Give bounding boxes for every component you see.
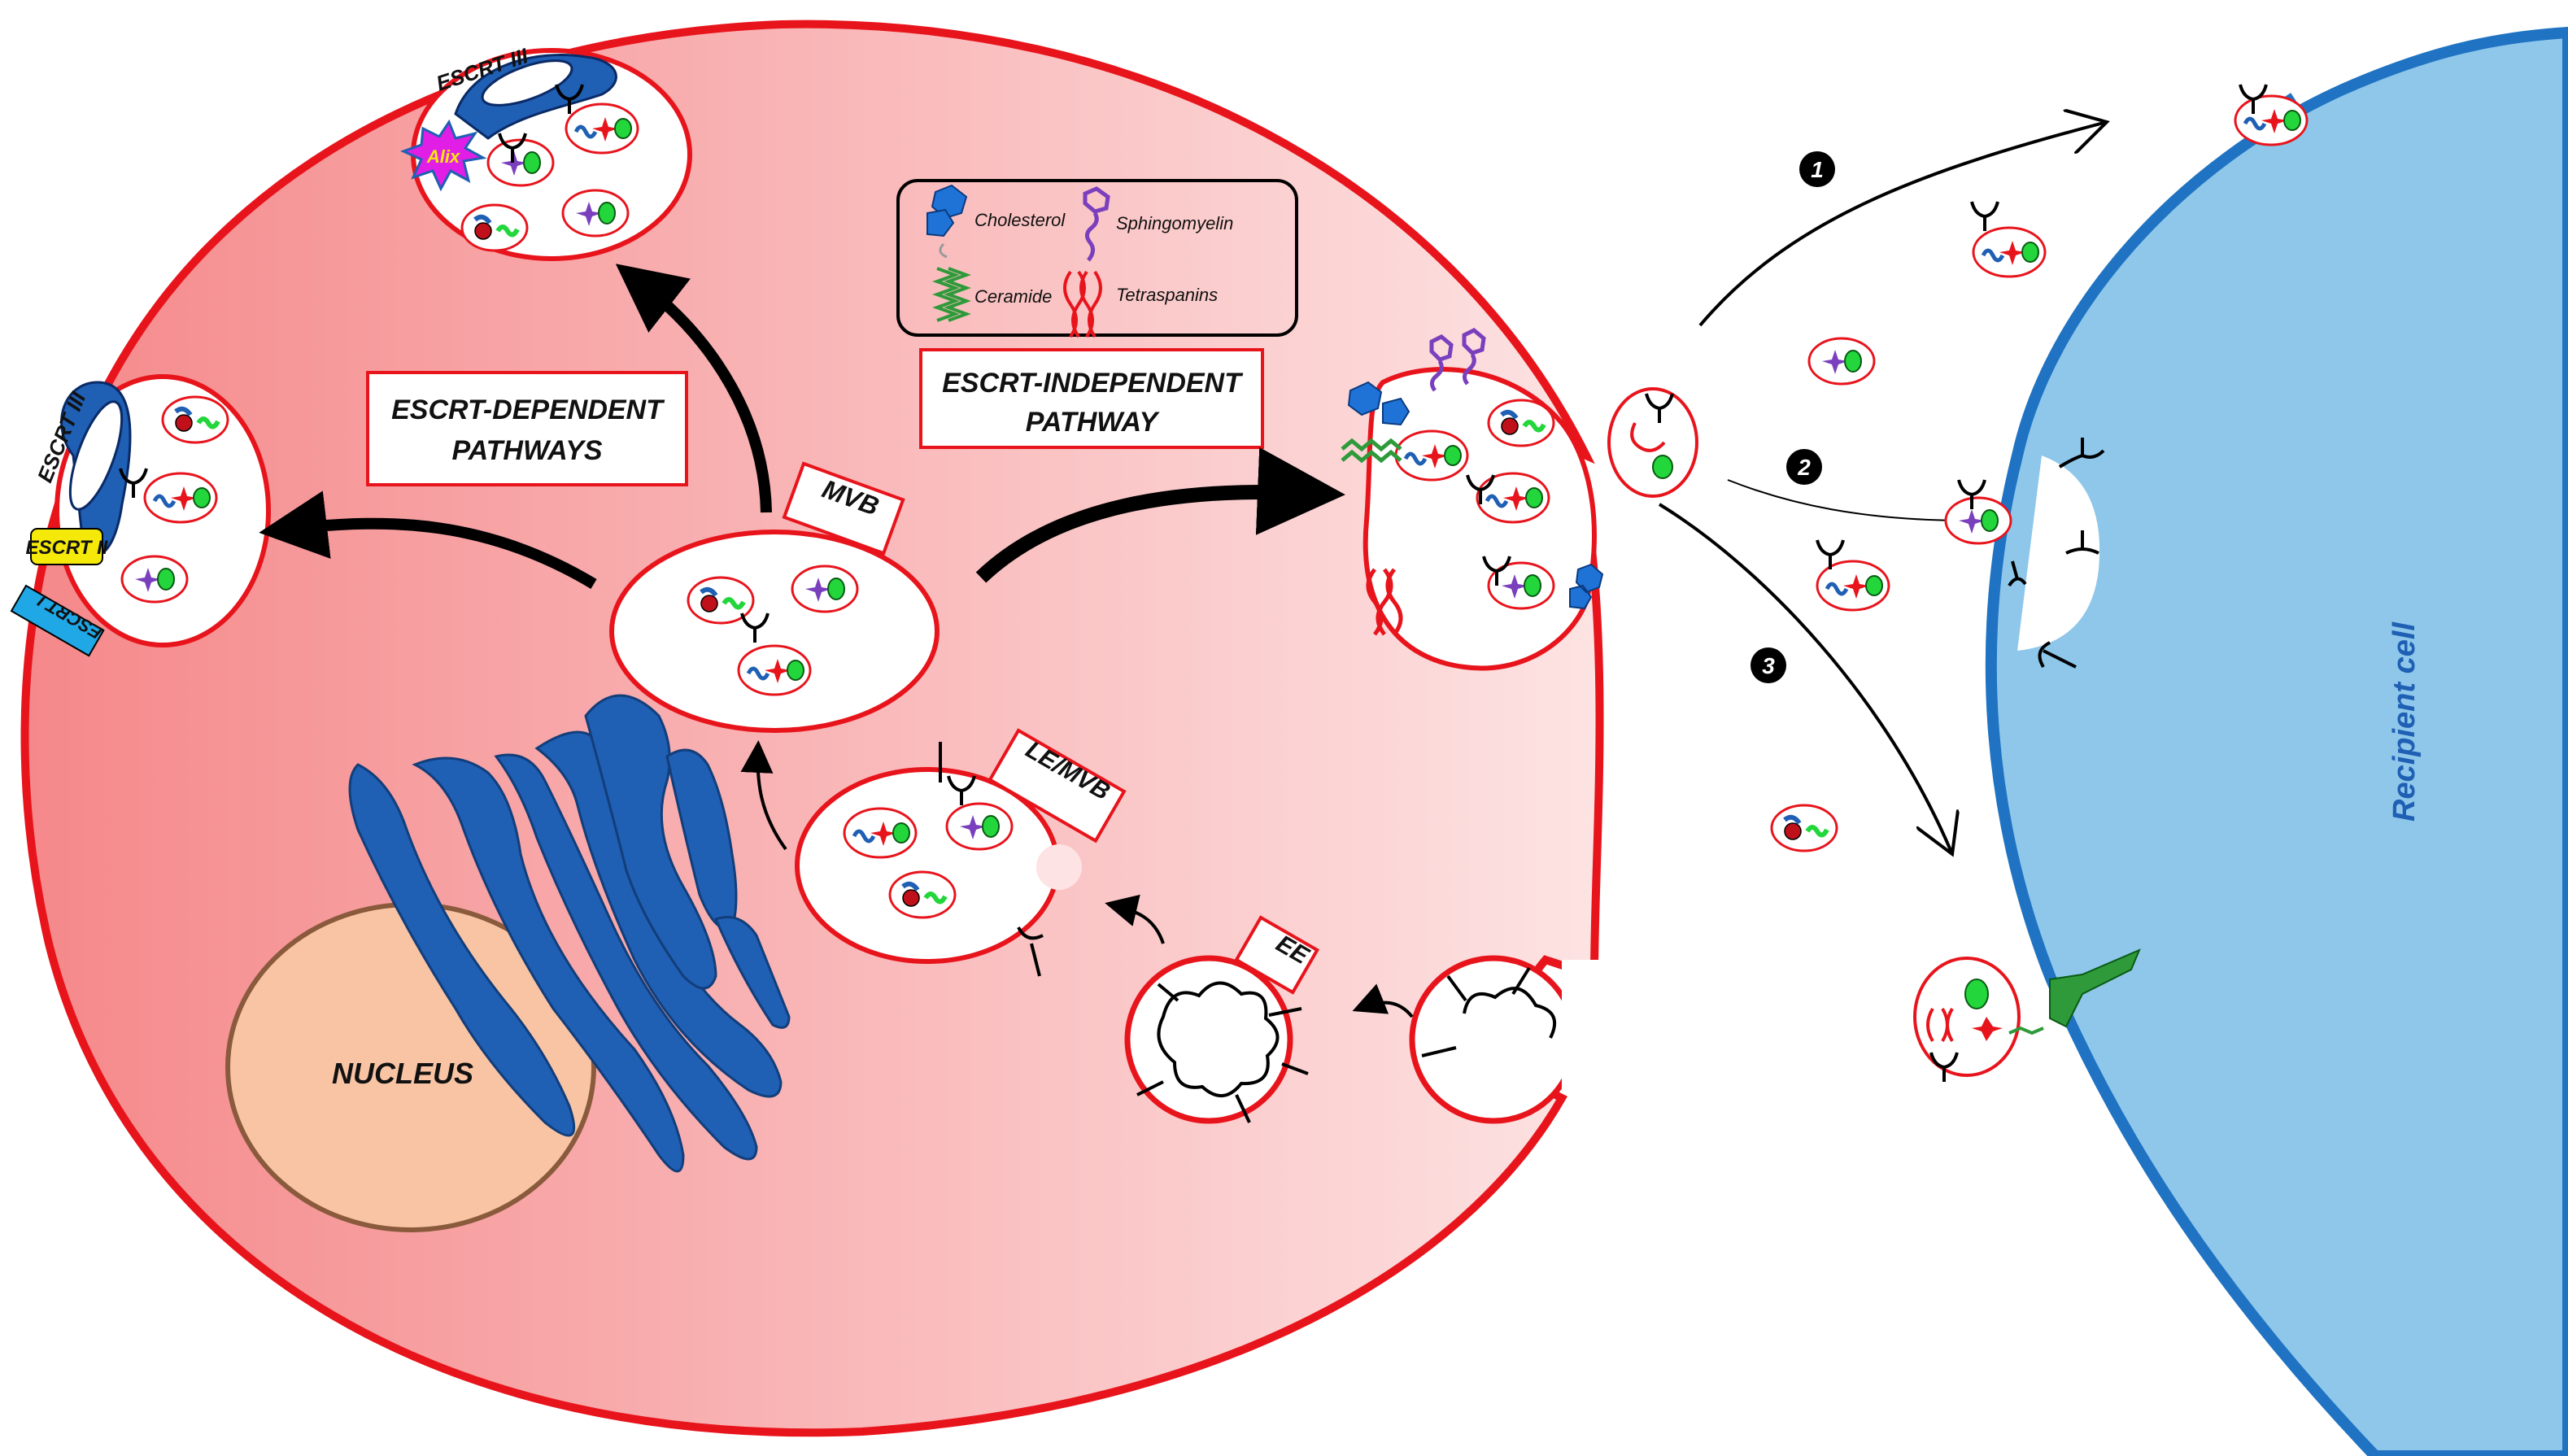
escrt-independent-line1: ESCRT-INDEPENDENT bbox=[942, 368, 1244, 399]
step-3-label: 3 bbox=[1762, 653, 1775, 678]
alix-star bbox=[400, 119, 487, 192]
tetraspanins-icon bbox=[1063, 270, 1102, 338]
mvb-fusing-membrane bbox=[1341, 328, 1604, 671]
escrt-ii-box bbox=[30, 528, 103, 565]
legend-tetraspanins: Tetraspanins bbox=[1116, 285, 1218, 305]
legend-cholesterol: Cholesterol bbox=[974, 210, 1066, 230]
uptake-arrows bbox=[1658, 122, 2107, 854]
early-endosome bbox=[1124, 955, 1309, 1124]
step-2-marker bbox=[1786, 449, 1822, 485]
step-1-marker bbox=[1799, 151, 1835, 187]
legend-ceramide: Ceramide bbox=[974, 286, 1052, 307]
cholesterol-icon bbox=[926, 184, 968, 259]
le-mvb bbox=[795, 742, 1082, 977]
step-1-label: 1 bbox=[1811, 157, 1824, 182]
intracellular-arrows bbox=[259, 264, 1414, 1018]
golgi-apparatus bbox=[348, 694, 791, 1173]
escrt-independent-box: ESCRT-INDEPENDENT PATHWAY bbox=[919, 348, 1264, 449]
step-markers: 1 2 3 bbox=[1751, 151, 1835, 683]
mvb-central bbox=[609, 530, 940, 733]
recipient-cell: Recipient cell bbox=[1985, 26, 2568, 1456]
legend-sphingomyelin: Sphingomyelin bbox=[1116, 213, 1233, 233]
mvb-escrt-complex: ESCRT III ESCRT II ESCRT I bbox=[10, 374, 271, 657]
ceramide-icon bbox=[932, 267, 971, 322]
alix-label: Alix bbox=[426, 146, 460, 167]
escrt-dependent-line2: PATHWAYS bbox=[451, 435, 602, 466]
step-3-marker bbox=[1751, 647, 1786, 683]
step-2-label: 2 bbox=[1797, 455, 1811, 480]
escrt-independent-line2: PATHWAY bbox=[1026, 407, 1161, 438]
lipid-legend: Cholesterol Sphingomyelin Ceramide Tetra… bbox=[896, 179, 1298, 338]
released-exosome bbox=[1607, 387, 1698, 498]
escrt-dependent-line1: ESCRT-DEPENDENT bbox=[391, 395, 665, 425]
docking-exosome bbox=[1913, 948, 2141, 1083]
ee-label-box: EE bbox=[1234, 915, 1320, 995]
endocytic-invagination bbox=[1409, 955, 1602, 1124]
escrt-i-box bbox=[10, 584, 105, 657]
recipient-cell-label: Recipient cell bbox=[2387, 621, 2422, 822]
sphingomyelin-icon bbox=[1083, 186, 1110, 262]
escrt-ii-label: ESCRT II bbox=[26, 537, 109, 559]
nucleus-label: NUCLEUS bbox=[332, 1057, 473, 1090]
escrt-dependent-box: ESCRT-DEPENDENT PATHWAYS bbox=[366, 371, 688, 486]
